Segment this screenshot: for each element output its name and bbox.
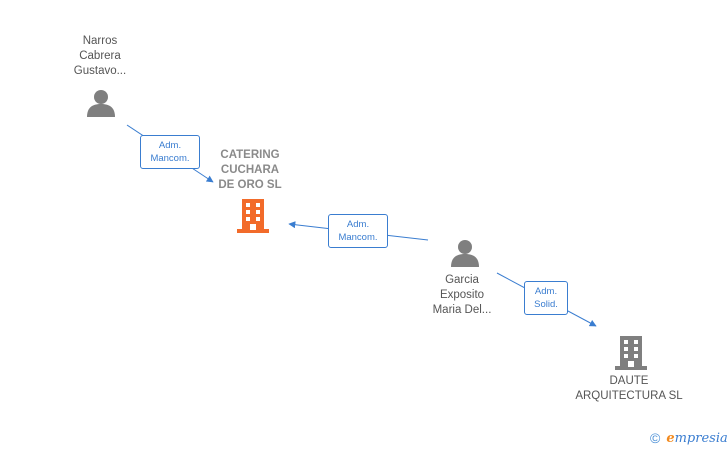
node-label-line: Exposito	[439, 289, 485, 301]
edge-label-line: Mancom.	[150, 153, 190, 164]
person-icon[interactable]	[450, 239, 480, 267]
person-icon[interactable]	[86, 89, 116, 117]
node-label-line: Garcia	[445, 274, 479, 286]
node-label-catering[interactable]: CATERING CUCHARA DE ORO SL	[200, 148, 300, 193]
node-label-line: Narros	[82, 35, 118, 47]
edge-label-garcia-daute[interactable]: Adm. Solid.	[524, 281, 568, 315]
brand-logo-rest: mpresia	[674, 430, 728, 446]
edge-label-garcia-catering[interactable]: Adm. Mancom.	[328, 214, 388, 248]
edge-label-line: Solid.	[534, 299, 558, 310]
node-label-line: DE ORO SL	[218, 179, 282, 191]
building-icon[interactable]	[237, 199, 269, 233]
edge-label-line: Adm.	[158, 140, 182, 151]
brand-logo-initial: e	[666, 430, 675, 446]
node-label-line: Cabrera	[79, 50, 121, 62]
node-label-narros[interactable]: Narros Cabrera Gustavo...	[52, 34, 148, 79]
node-label-line: Maria Del...	[432, 304, 492, 316]
edge-label-line: Mancom.	[338, 232, 378, 243]
node-label-line: ARQUITECTURA SL	[575, 390, 683, 402]
node-label-line: DAUTE	[609, 375, 649, 387]
footer-branding: © empresia	[650, 428, 728, 448]
edge-label-line: Adm.	[346, 219, 370, 230]
node-label-daute[interactable]: DAUTE ARQUITECTURA SL	[564, 374, 694, 404]
building-icon[interactable]	[615, 336, 647, 370]
node-label-line: CATERING	[220, 149, 280, 161]
edge-label-narros-catering[interactable]: Adm. Mancom.	[140, 135, 200, 169]
copyright-symbol: ©	[650, 430, 661, 446]
node-label-line: CUCHARA	[220, 164, 280, 176]
brand-logo: empresia	[666, 431, 727, 446]
edge-label-line: Adm.	[534, 286, 558, 297]
node-label-garcia[interactable]: Garcia Exposito Maria Del...	[414, 273, 510, 318]
node-label-line: Gustavo...	[73, 65, 127, 77]
